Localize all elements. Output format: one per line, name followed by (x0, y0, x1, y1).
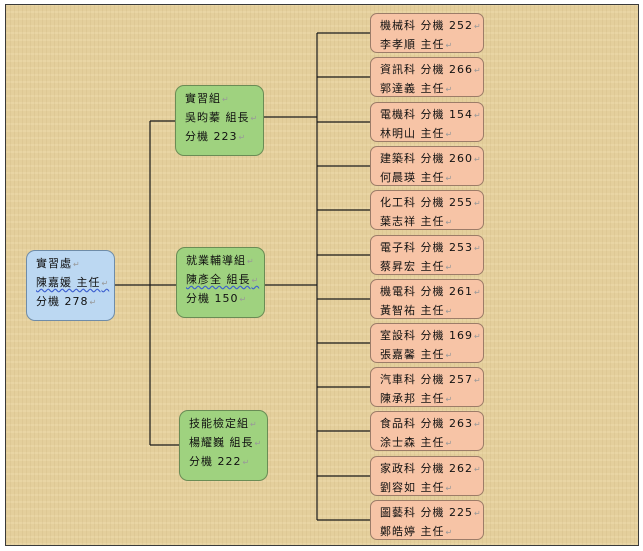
dept-head: 李孝順 主任 (380, 36, 477, 55)
dept-node-mechatronics: 機電科 分機 261黃智祐 主任 (370, 279, 484, 319)
group-extension: 分機 150 (186, 290, 258, 309)
dept-extension-line: 圖藝科 分機 225 (380, 504, 477, 523)
dept-node-electronics: 電子科 分機 253蔡昇宏 主任 (370, 235, 484, 275)
root-head: 陳嘉媛 主任 (36, 274, 108, 293)
dept-head: 張嘉馨 主任 (380, 346, 477, 365)
group-title: 技能檢定組 (189, 415, 261, 434)
dept-head: 鄭皓婷 主任 (380, 523, 477, 542)
dept-node-food: 食品科 分機 263涂士森 主任 (370, 411, 484, 451)
dept-head: 何晨瑛 主任 (380, 169, 477, 188)
dept-node-architecture: 建築科 分機 260何晨瑛 主任 (370, 146, 484, 186)
group-extension: 分機 223 (185, 128, 257, 147)
dept-extension-line: 建築科 分機 260 (380, 150, 477, 169)
group-node-employment: 就業輔導組 陳彥全 組長 分機 150 (176, 247, 265, 318)
dept-head: 黃智祐 主任 (380, 302, 477, 321)
dept-extension-line: 電機科 分機 154 (380, 106, 477, 125)
dept-extension-line: 室設科 分機 169 (380, 327, 477, 346)
dept-node-graphic-arts: 圖藝科 分機 225鄭皓婷 主任 (370, 500, 484, 540)
dept-extension-line: 機械科 分機 252 (380, 17, 477, 36)
group-title: 就業輔導組 (186, 252, 258, 271)
group-title: 實習組 (185, 90, 257, 109)
dept-extension-line: 汽車科 分機 257 (380, 371, 477, 390)
dept-head: 葉志祥 主任 (380, 213, 477, 232)
group-head: 陳彥全 組長 (186, 271, 258, 290)
group-node-skill-test: 技能檢定組 楊耀巍 組長 分機 222 (179, 410, 268, 481)
org-chart-canvas: 實習處 陳嘉媛 主任 分機 278 實習組 吳昀蓁 組長 分機 223 就業輔導… (5, 4, 639, 546)
dept-extension-line: 機電科 分機 261 (380, 283, 477, 302)
dept-head: 林明山 主任 (380, 125, 477, 144)
dept-node-chemical: 化工科 分機 255葉志祥 主任 (370, 190, 484, 230)
dept-head: 郭達義 主任 (380, 80, 477, 99)
dept-extension-line: 化工科 分機 255 (380, 194, 477, 213)
dept-head: 陳承邦 主任 (380, 390, 477, 409)
group-node-practice: 實習組 吳昀蓁 組長 分機 223 (175, 85, 264, 156)
dept-head: 涂士森 主任 (380, 434, 477, 453)
dept-node-interior-design: 室設科 分機 169張嘉馨 主任 (370, 323, 484, 363)
connector-lines (115, 32, 370, 521)
root-title: 實習處 (36, 255, 108, 274)
dept-extension-line: 家政科 分機 262 (380, 460, 477, 479)
dept-node-information: 資訊科 分機 266郭達義 主任 (370, 57, 484, 97)
dept-node-electrical: 電機科 分機 154林明山 主任 (370, 102, 484, 142)
dept-head: 蔡昇宏 主任 (380, 258, 477, 277)
dept-node-home-economics: 家政科 分機 262劉容如 主任 (370, 456, 484, 496)
dept-head: 劉容如 主任 (380, 479, 477, 498)
dept-extension-line: 食品科 分機 263 (380, 415, 477, 434)
dept-node-machinery: 機械科 分機 252李孝順 主任 (370, 13, 484, 53)
group-extension: 分機 222 (189, 453, 261, 472)
root-extension: 分機 278 (36, 293, 108, 312)
group-head: 楊耀巍 組長 (189, 434, 261, 453)
dept-node-automotive: 汽車科 分機 257陳承邦 主任 (370, 367, 484, 407)
dept-extension-line: 電子科 分機 253 (380, 239, 477, 258)
group-head: 吳昀蓁 組長 (185, 109, 257, 128)
dept-extension-line: 資訊科 分機 266 (380, 61, 477, 80)
root-node-practice-office: 實習處 陳嘉媛 主任 分機 278 (26, 250, 115, 321)
